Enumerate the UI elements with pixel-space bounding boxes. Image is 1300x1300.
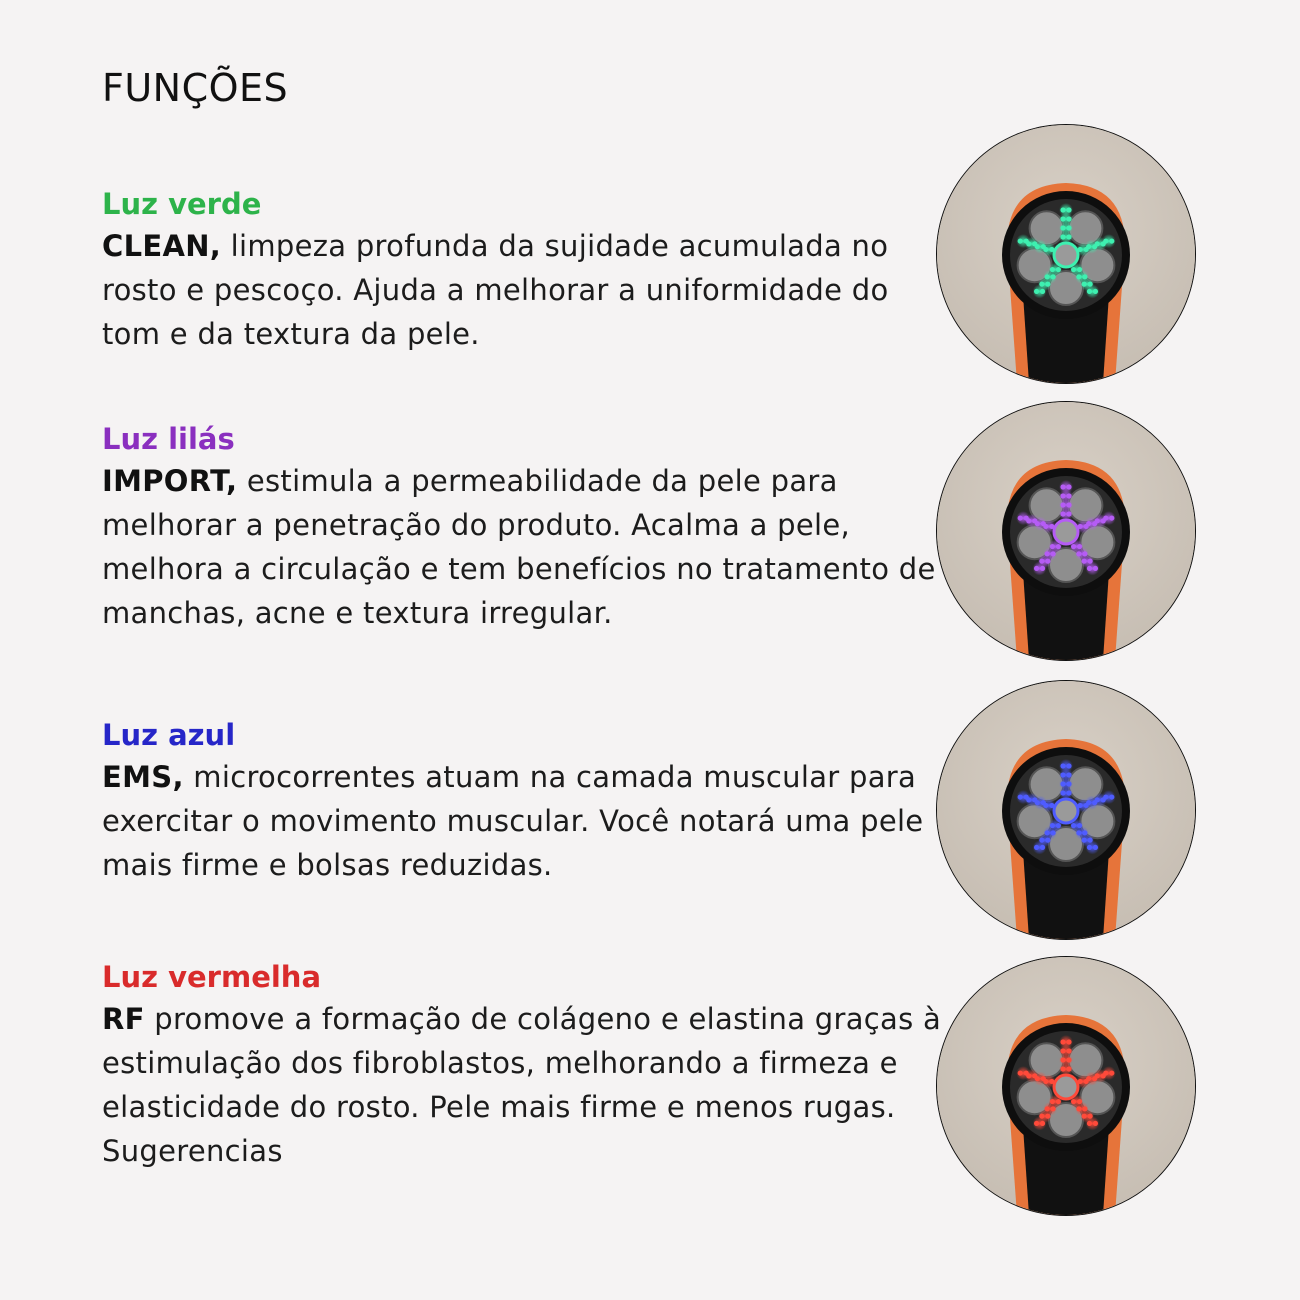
function-red: Luz vermelha RF promove a formação de co…	[102, 957, 942, 1173]
function-description: CLEAN, limpeza profunda da sujidade acum…	[102, 224, 942, 356]
function-heading: Luz lilás	[102, 422, 235, 456]
function-heading: Luz azul	[102, 718, 236, 752]
green-light-device-icon	[936, 124, 1196, 384]
function-heading: Luz verde	[102, 187, 262, 221]
red-light-device-icon	[936, 956, 1196, 1216]
purple-light-device-icon	[936, 401, 1196, 661]
function-description: EMS, microcorrentes atuam na camada musc…	[102, 755, 942, 887]
page-title: FUNÇÕES	[102, 66, 289, 110]
function-text: microcorrentes atuam na camada muscular …	[102, 760, 924, 882]
function-description: RF promove a formação de colágeno e elas…	[102, 997, 942, 1173]
function-mode: IMPORT,	[102, 464, 238, 498]
function-text: promove a formação de colágeno e elastin…	[102, 1002, 942, 1168]
function-mode: CLEAN,	[102, 229, 222, 263]
function-mode: EMS,	[102, 760, 184, 794]
function-heading: Luz vermelha	[102, 960, 322, 994]
blue-light-device-icon	[936, 680, 1196, 940]
function-purple: Luz lilás IMPORT, estimula a permeabilid…	[102, 419, 942, 635]
function-mode: RF	[102, 1002, 145, 1036]
function-blue: Luz azul EMS, microcorrentes atuam na ca…	[102, 715, 942, 887]
function-text: estimula a permeabilidade da pele para m…	[102, 464, 936, 630]
function-description: IMPORT, estimula a permeabilidade da pel…	[102, 459, 942, 635]
function-green: Luz verde CLEAN, limpeza profunda da suj…	[102, 184, 942, 356]
function-text: limpeza profunda da sujidade acumulada n…	[102, 229, 889, 351]
